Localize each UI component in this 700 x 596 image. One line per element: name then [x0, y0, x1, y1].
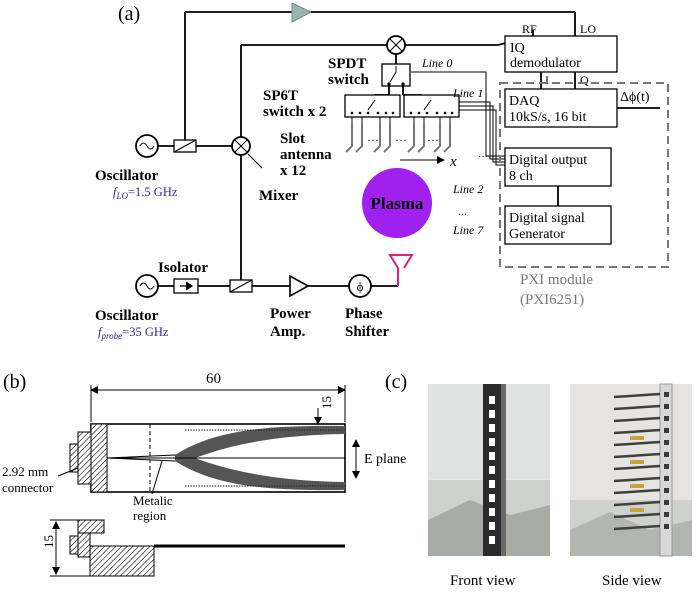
digital-signal-label-1: Digital signal [509, 211, 585, 226]
line-ellipsis: ... [458, 204, 467, 218]
panel-c-label: (c) [385, 371, 407, 393]
iq-q-label: Q [580, 73, 589, 87]
oscillator-probe-label: Oscillator [95, 308, 159, 324]
daq-label-2: 10kS/s, 16 bit [509, 110, 587, 125]
sp6t-switch-2 [403, 94, 460, 118]
line-0-label: Line 0 [421, 56, 452, 70]
front-view-photo [428, 384, 550, 556]
line-7-label: Line 7 [452, 223, 484, 237]
line-dots: ··· [478, 152, 488, 163]
sp6t-label-2: switch x 2 [263, 104, 326, 120]
pxi-label-2: (PXI6251) [520, 292, 584, 308]
phase-shifter-label-1: Phase [345, 306, 383, 322]
power-amp-label-1: Power [270, 306, 311, 322]
sp6t-label-1: SP6T [263, 88, 298, 104]
iq-title-2: demodulator [510, 56, 581, 71]
side-view-label: Side view [602, 573, 662, 589]
dim-width-label: 15 [319, 396, 334, 409]
slot-antenna-label-3: x 12 [280, 163, 306, 179]
iq-demodulator [504, 35, 618, 73]
oscillator-probe-frequency: fprobe=35 GHz [98, 325, 169, 341]
antenna-side-view [69, 519, 345, 577]
plasma-circle [362, 168, 432, 238]
mixer-icon [231, 136, 251, 156]
antenna-dots-3: … [427, 130, 439, 144]
digital-signal-generator-box [504, 205, 612, 245]
mixer-label: Mixer [259, 188, 298, 204]
panel-b-label: (b) [3, 371, 26, 393]
isolator-arrow-icon [180, 281, 194, 291]
oscillator-lo-label: Oscillator [95, 168, 159, 184]
oscillator-lo-icon [135, 134, 159, 158]
iq-title-1: IQ [510, 41, 525, 56]
front-view-label: Front view [450, 573, 516, 589]
slot-antenna-array [345, 124, 451, 153]
dim-height-label: 15 [41, 535, 56, 548]
phase-symbol: ϕ [357, 279, 364, 294]
slot-antenna-label-2: antenna [280, 147, 332, 163]
iq-i-label: I [545, 73, 549, 87]
phase-shifter-label-2: Shifter [345, 324, 390, 340]
spdt-label-1: SPDT [328, 56, 366, 72]
power-amp-label-2: Amp. [270, 324, 306, 340]
spdt-label-2: switch [328, 72, 369, 88]
digital-output-label-2: 8 ch [509, 169, 533, 184]
power-amp-icon [289, 274, 310, 298]
antenna-dots-1: … [367, 130, 379, 144]
dim-length-label: 60 [206, 371, 221, 387]
side-view-photo [570, 383, 692, 557]
delta-phi-label: Δϕ(t) [620, 90, 650, 105]
oscillator-probe-icon [135, 274, 159, 298]
metalic-label-1: Metalic [133, 493, 173, 508]
amplifier-top-icon [291, 2, 313, 23]
e-plane-label: E plane [364, 452, 406, 467]
oscillator-lo-frequency: fLO=1.5 GHz [113, 185, 178, 201]
pxi-label-1: PXI module [520, 272, 593, 288]
isolator-label: Isolator [158, 260, 208, 276]
connector-label-2: connector [2, 480, 54, 495]
horn-antenna-icon [388, 254, 414, 286]
digital-output-label-1: Digital output [509, 153, 587, 168]
line-2-label: Line 2 [452, 182, 483, 196]
pxi-module-box [499, 82, 669, 268]
sp6t-switch-1 [344, 94, 401, 118]
daq-label-1: DAQ [509, 94, 539, 109]
iq-rf-label: RF [522, 22, 537, 36]
digital-output-box [504, 147, 612, 187]
x-axis-label: x [449, 154, 457, 170]
antenna-dots-2: … [395, 130, 407, 144]
tapered-slot [175, 425, 345, 491]
spdt-switch [381, 63, 411, 87]
digital-signal-label-2: Generator [509, 227, 565, 242]
connector-label-1: 2.92 mm [2, 464, 48, 479]
mixer-rf-icon [386, 35, 406, 55]
panel-a-label: (a) [118, 3, 140, 25]
slot-antenna-label-1: Slot [280, 131, 305, 147]
plasma-label: Plasma [371, 194, 424, 213]
line-1-label: Line 1 [452, 86, 483, 100]
iq-lo-label: LO [580, 22, 596, 36]
metalic-label-2: region [133, 508, 167, 523]
